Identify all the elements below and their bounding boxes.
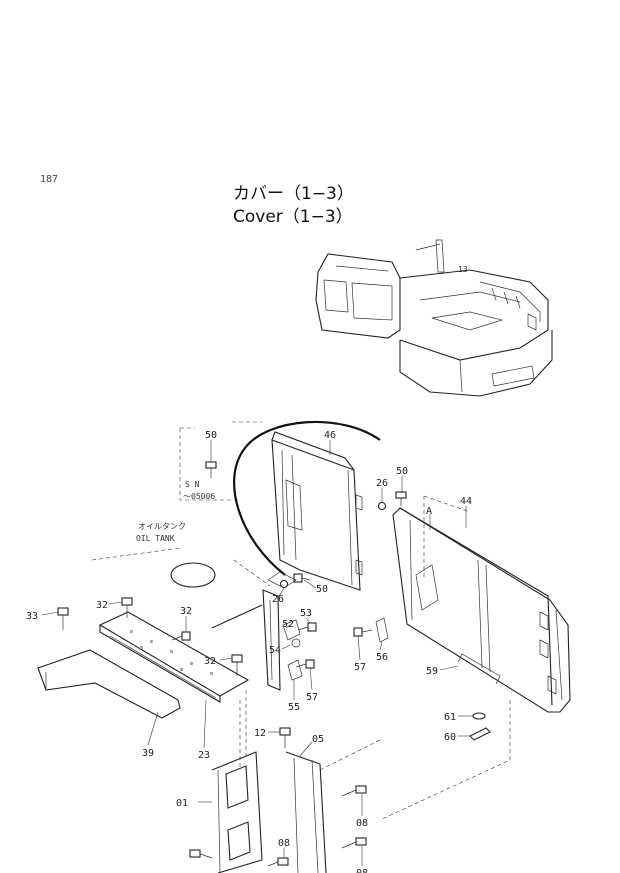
oil-tank-en-label: OIL TANK — [136, 534, 175, 543]
excavator-locator-sketch: 13 — [315, 239, 553, 397]
callout-08: 08 — [356, 868, 368, 873]
callout-32: 32 — [204, 656, 216, 667]
sn-range: 〜05006 — [183, 492, 215, 501]
bolt-50a — [205, 461, 217, 478]
callout-23: 23 — [198, 750, 210, 761]
title-english: Cover（1−3） — [233, 207, 353, 227]
callout-59: 59 — [426, 666, 438, 677]
side-cover-46 — [271, 431, 363, 591]
callout-08: 08 — [356, 818, 368, 829]
bolt-33 — [57, 607, 69, 630]
callout-12: 12 — [254, 728, 266, 739]
callout-26: 26 — [376, 478, 388, 489]
callout-57: 57 — [306, 692, 318, 703]
callout-56: 56 — [376, 652, 388, 663]
cab-mark-label: 13 — [458, 265, 468, 274]
frame-bracket — [262, 571, 303, 691]
callout-46: 46 — [324, 430, 336, 441]
floor-plate-23 — [98, 611, 250, 703]
lower-panel-05 — [285, 751, 327, 873]
bolt-08a — [341, 785, 367, 797]
callout-52: 52 — [282, 619, 294, 630]
bolt-32b — [171, 631, 191, 641]
callout-39: 39 — [142, 748, 154, 759]
callout-57: 57 — [354, 662, 366, 673]
callout-05: 05 — [312, 734, 324, 745]
bolt-08b — [341, 837, 367, 849]
serial-number-bracket: S N 〜05006 — [179, 421, 262, 501]
washer-26b — [279, 579, 289, 589]
washer-26a — [377, 501, 387, 511]
view-a-label: A — [426, 506, 432, 517]
leader-lines — [41, 440, 473, 866]
bolt-08c — [267, 857, 289, 867]
callout-50: 50 — [205, 430, 217, 441]
page-number: 187 — [40, 174, 58, 185]
bolt-12 — [279, 727, 291, 748]
door-cover-44 — [375, 507, 571, 713]
callout-53: 53 — [300, 608, 312, 619]
bolt-50c — [293, 573, 311, 583]
title-japanese: カバー（1−3） — [233, 184, 354, 204]
pin-60 — [469, 727, 491, 741]
lower-panel-01 — [211, 751, 263, 873]
oil-tank-jp-label: オイルタンク — [138, 522, 186, 531]
callout-55: 55 — [288, 702, 300, 713]
bolt-32c — [231, 654, 243, 676]
bolt-57a — [353, 627, 373, 637]
oil-tank-cap — [170, 562, 216, 588]
washer-61 — [472, 712, 486, 720]
callout-labels: 50 46 26 50 44 26 50 33 32 32 32 53 52 5… — [26, 430, 472, 873]
bolt-50b — [395, 491, 407, 506]
callout-32: 32 — [96, 600, 108, 611]
callout-54: 54 — [269, 645, 281, 656]
bolt-left-bottom — [189, 849, 213, 859]
callout-60: 60 — [444, 732, 456, 743]
cover-enclosure-arc — [233, 420, 381, 576]
floor-plate-39 — [37, 649, 181, 719]
callout-01: 01 — [176, 798, 188, 809]
bolt-32a — [121, 597, 133, 618]
callout-44: 44 — [460, 496, 472, 507]
bolt-53 — [297, 622, 317, 632]
support-rod — [211, 604, 263, 629]
callout-33: 33 — [26, 611, 38, 622]
callout-26: 26 — [272, 594, 284, 605]
callout-32: 32 — [180, 606, 192, 617]
callout-08: 08 — [278, 838, 290, 849]
assembly-lines — [91, 495, 511, 821]
sn-label: S N — [185, 480, 200, 489]
callout-50: 50 — [396, 466, 408, 477]
callout-61: 61 — [444, 712, 456, 723]
callout-50: 50 — [316, 584, 328, 595]
